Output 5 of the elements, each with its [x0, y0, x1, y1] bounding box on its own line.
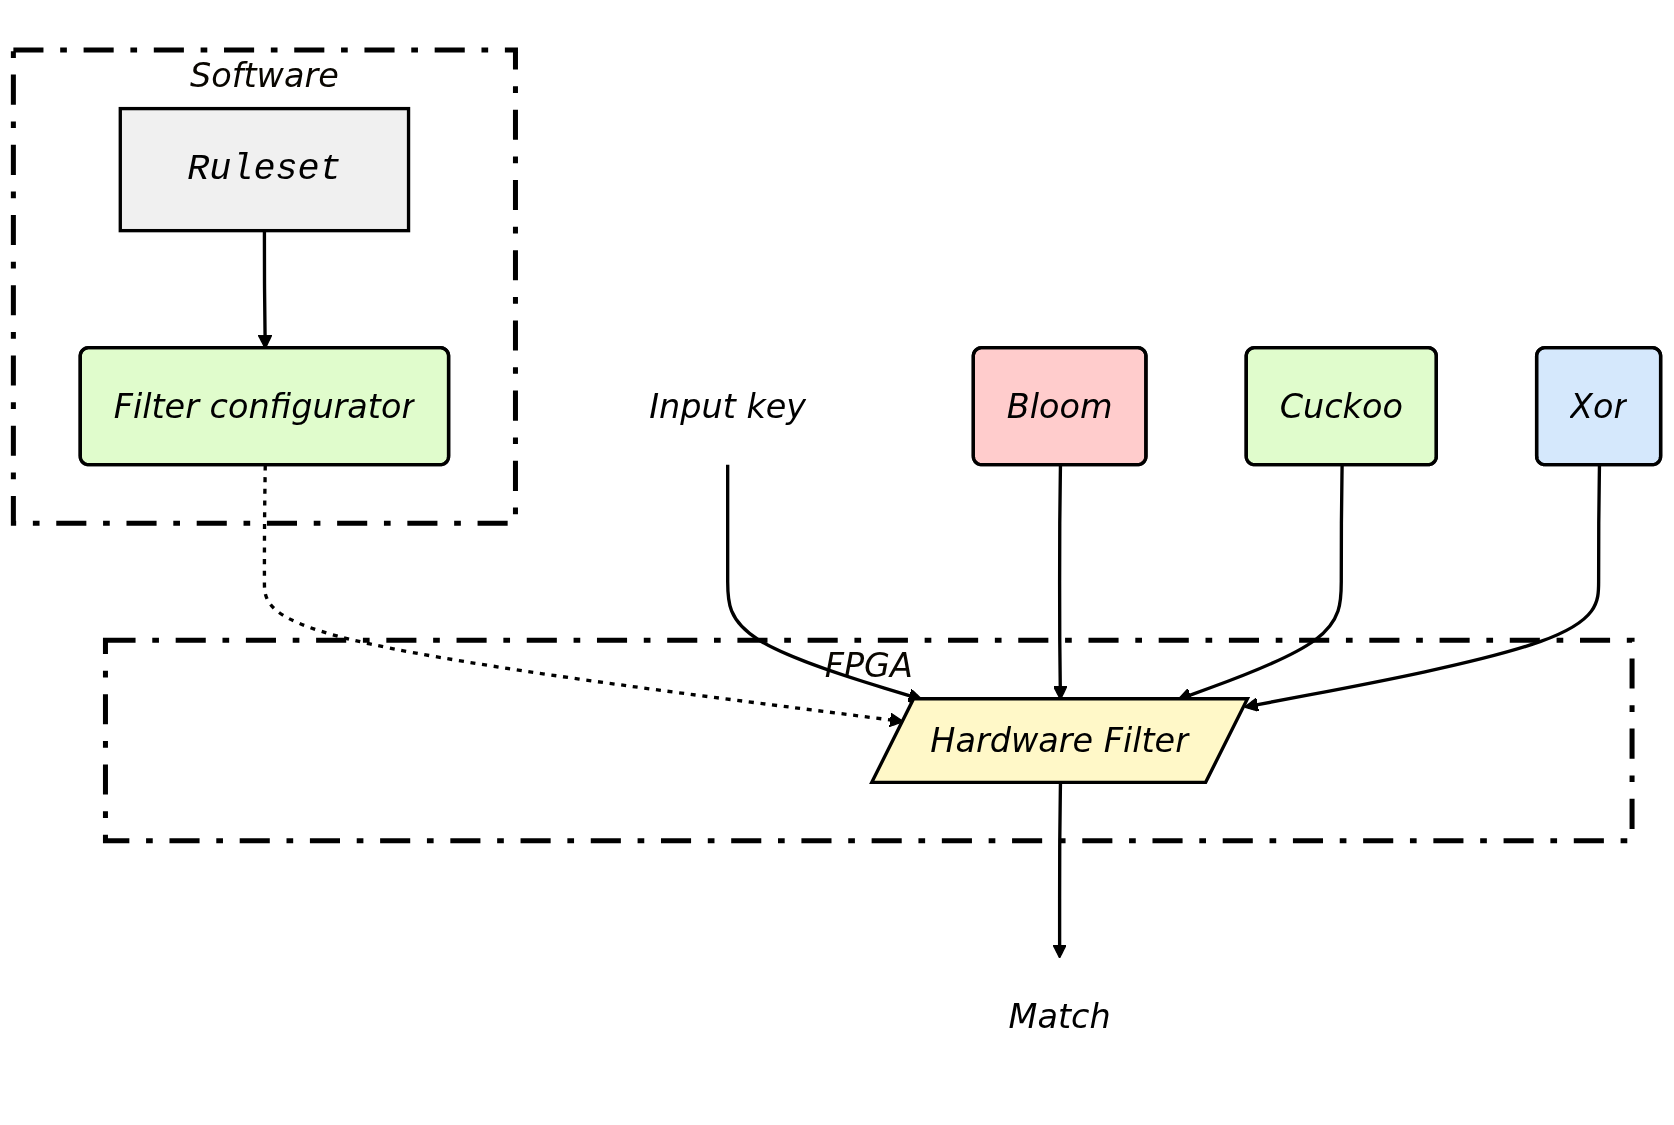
node-text: Input key: [649, 386, 807, 427]
arrow: [1052, 783, 1067, 959]
node-text: Match: [1008, 996, 1111, 1037]
node-box: Ruleset: [118, 106, 411, 233]
arrow: [1243, 465, 1602, 712]
